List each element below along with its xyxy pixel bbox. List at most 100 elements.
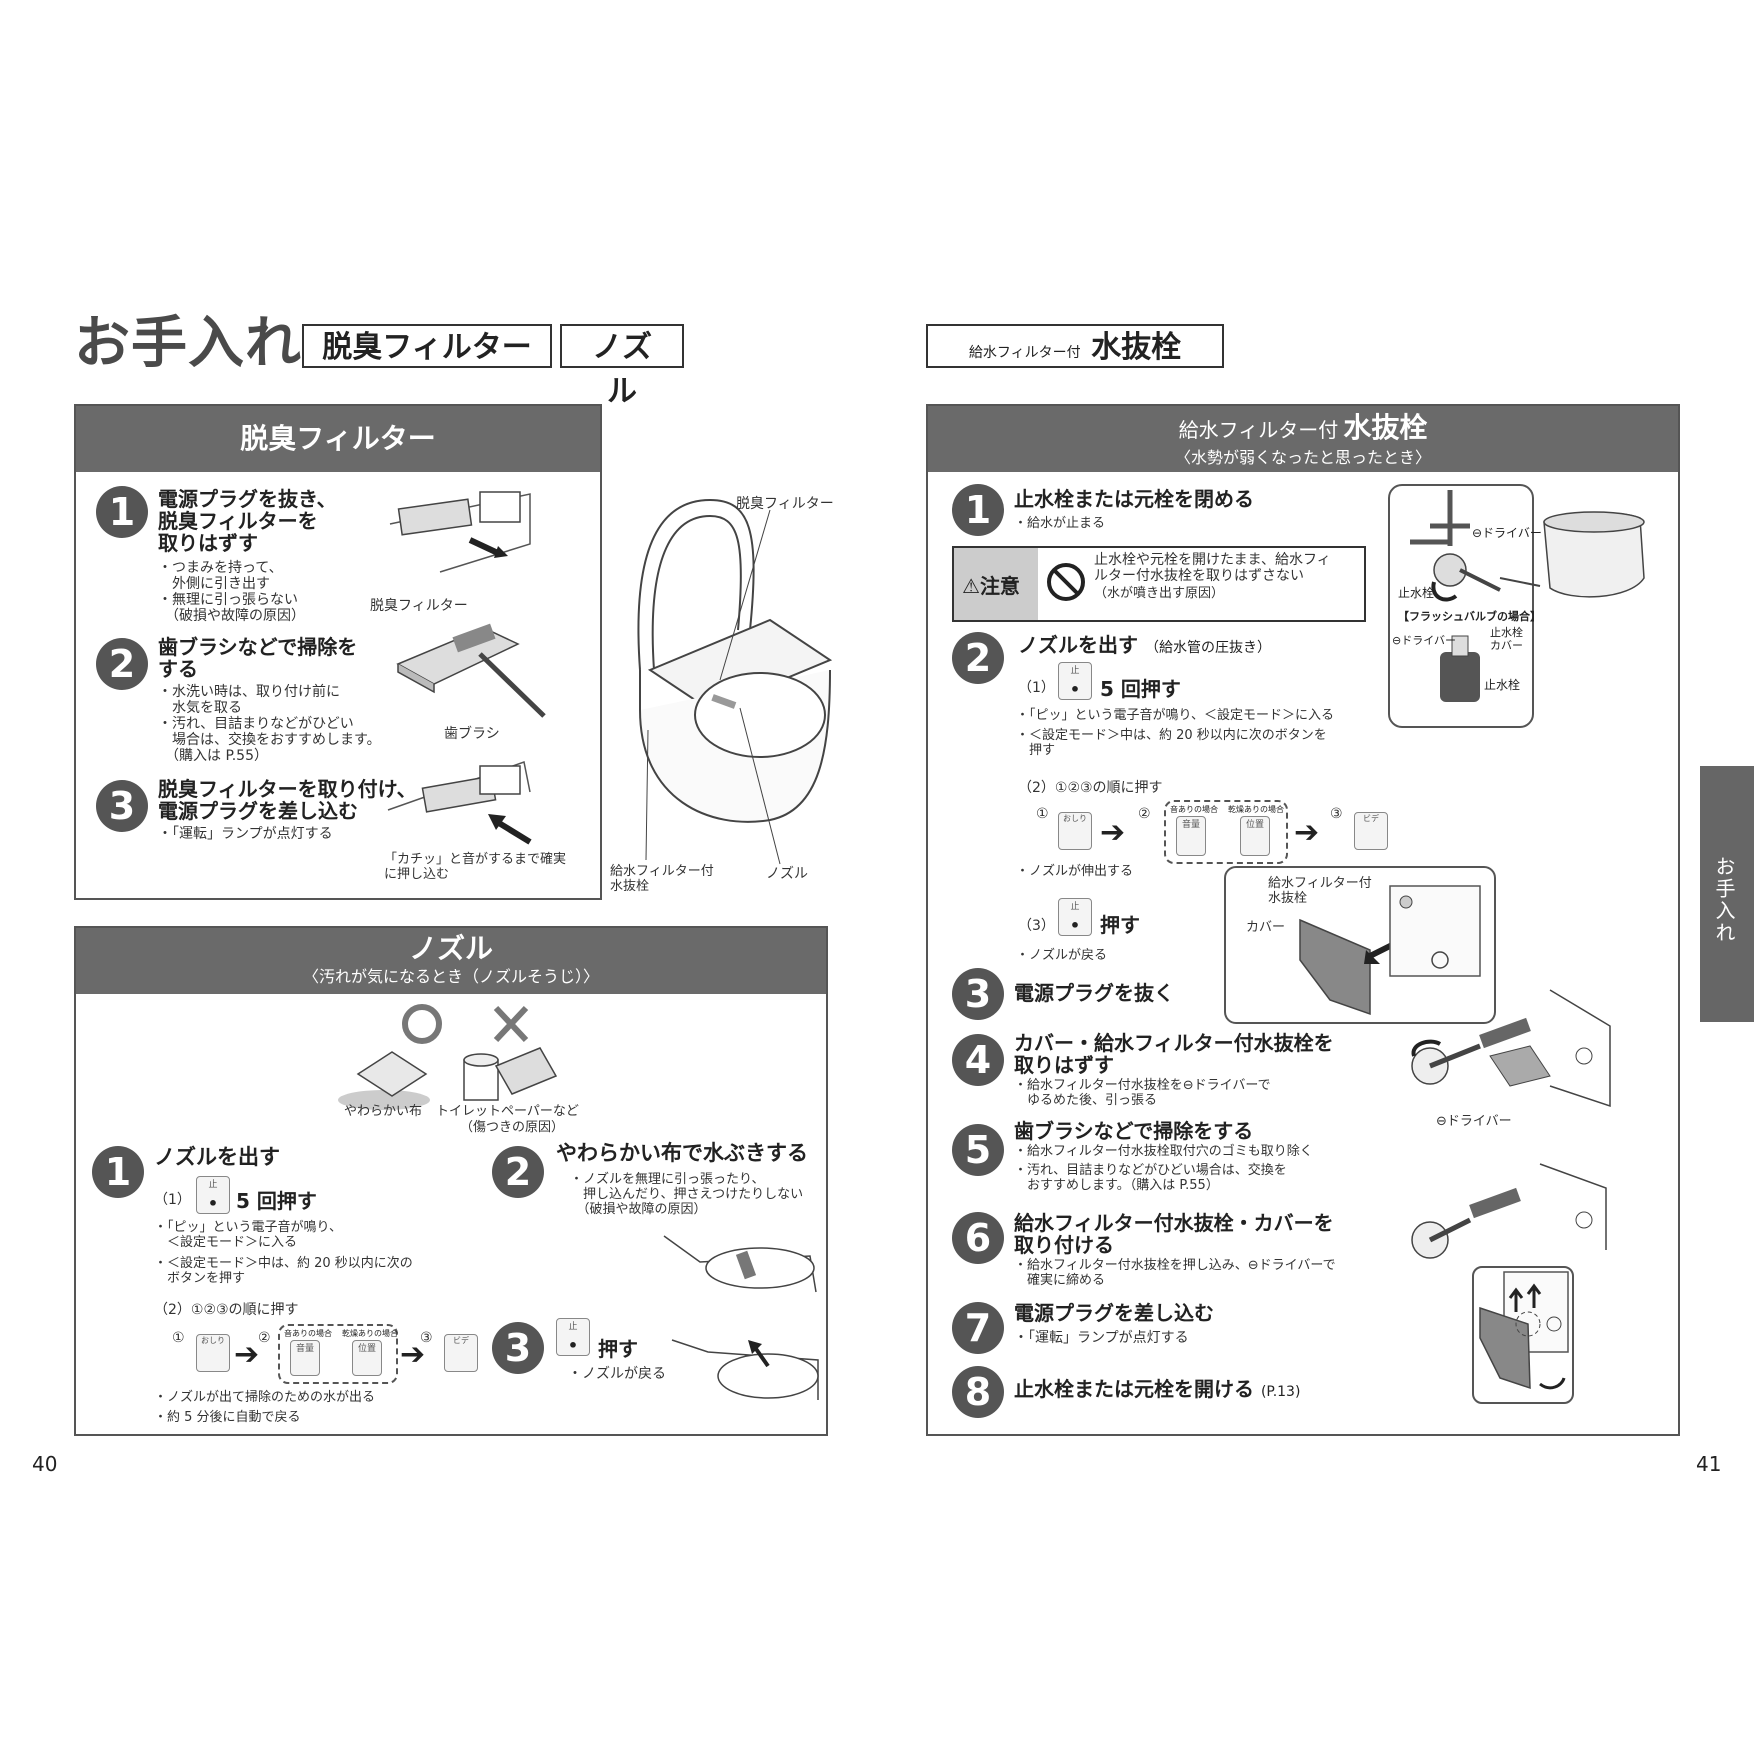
- arrow-icon: ➔: [1100, 815, 1126, 850]
- toilet-nozzle-label: ノズル: [766, 866, 808, 882]
- step-title-line: 給水フィルター付水抜栓・カバーを: [1014, 1211, 1334, 1235]
- step-title: 脱臭フィルターを取り付け、 電源プラグを差し込む: [158, 778, 417, 822]
- option-group: [1164, 800, 1288, 864]
- step-number: 3: [492, 1322, 544, 1374]
- stop-button: 止•: [1058, 662, 1092, 700]
- step-number: 2: [952, 632, 1004, 684]
- caution-line: 止水栓や元栓を開けたまま、給水フィ: [1094, 552, 1331, 568]
- step-title-line: 電源プラグを抜き、: [158, 487, 337, 511]
- sub-step-2: （2）①②③の順に押す: [1018, 780, 1163, 796]
- sub-step-prefix: （1）: [154, 1192, 191, 1208]
- step-number: 1: [952, 484, 1004, 536]
- option-head-1: 音ありの場合: [284, 1329, 332, 1338]
- press-five-times: 5 回押す: [1100, 677, 1181, 701]
- note-line: 外側に引き出す: [158, 576, 270, 592]
- nozzle-wipe-illustration: [663, 1235, 817, 1293]
- note-line: ・約 5 分後に自動で戻る: [154, 1410, 301, 1425]
- toilet-small-illustration: [1499, 511, 1645, 598]
- step-notes: ・つまみを持って、 外側に引き出す ・無理に引っ張らない （破損や故障の原因）: [158, 560, 305, 624]
- sub-step-2: （2）①②③の順に押す: [154, 1302, 299, 1318]
- drain-heading-small: 給水フィルター付: [1178, 418, 1339, 442]
- note-line: ＜設定モード＞に入る: [154, 1235, 298, 1250]
- step-title-line: 取りはずす: [158, 531, 258, 555]
- valve-illustration: [1410, 490, 1501, 702]
- step-title: やわらかい布で水ぶきする: [556, 1141, 808, 1165]
- note-line: ボタンを押す: [154, 1271, 246, 1286]
- step-title: 歯ブラシなどで掃除を する: [158, 636, 357, 680]
- cover-label: カバー: [1246, 920, 1286, 935]
- step-title-text: ノズルを出す: [1018, 633, 1138, 657]
- label-line: に押し込む: [384, 867, 450, 882]
- bidet-button: ビデ: [444, 1334, 478, 1372]
- drain-heading-big: 水抜栓: [1343, 411, 1428, 444]
- filter-label: 脱臭フィルター: [370, 598, 468, 614]
- stopcock-label: 止水栓: [1398, 586, 1435, 600]
- step-title-line: カバー・給水フィルター付水抜栓を: [1014, 1031, 1334, 1055]
- step-notes: ・ノズルが出て掃除のための水が出る ・約 5 分後に自動で戻る: [154, 1390, 375, 1425]
- note-line: ・給水フィルター付水抜栓を押し込み、⊖ドライバーで: [1014, 1258, 1336, 1273]
- step-notes: ・給水が止まる: [1014, 516, 1106, 531]
- step-notes: ・「ピッ」という電子音が鳴り、＜設定モード＞に入る ・＜設定モード＞中は、約 2…: [1016, 708, 1334, 758]
- step-title: 電源プラグを抜く: [1014, 981, 1174, 1005]
- step-title: 電源プラグを抜き、 脱臭フィルターを 取りはずす: [158, 488, 337, 554]
- step-title: 止水栓または元栓を開ける (P.13): [1014, 1378, 1300, 1403]
- note-line: ゆるめた後、引っ張る: [1014, 1093, 1158, 1108]
- step-number: 4: [952, 1034, 1004, 1086]
- label-line: 水抜栓: [610, 879, 650, 894]
- step-title-line: 電源プラグを差し込む: [158, 799, 358, 823]
- volume-button: 音量: [1176, 816, 1206, 856]
- brush-cleaning-illustration: [396, 623, 546, 718]
- label-line: カバー: [1490, 639, 1523, 652]
- valve-inset: [1388, 484, 1534, 728]
- step-number: 1: [96, 486, 148, 538]
- step-number: 3: [96, 780, 148, 832]
- caution-line: ルター付水抜栓を取りはずさない: [1094, 568, 1304, 584]
- step-note: ・ノズルが戻る: [1016, 948, 1108, 963]
- caution-label-bg: [954, 548, 1038, 620]
- ng-sublabel: （傷つきの原因）: [460, 1120, 565, 1135]
- ng-label: トイレットペーパーなど: [436, 1104, 579, 1119]
- cover-removal-illustration: [1299, 885, 1481, 1016]
- step-notes: ・給水フィルター付水抜栓取付穴のゴミも取り除く ・汚れ、目詰まりなどがひどい場合…: [1014, 1144, 1313, 1193]
- seq-mark-1: ①: [1036, 806, 1049, 822]
- cover-drain-label: 給水フィルター付 水抜栓: [1268, 876, 1372, 906]
- volume-button: 音量: [290, 1340, 320, 1376]
- step-note: ・ノズルが伸出する: [1016, 864, 1134, 879]
- step-notes: ・「運転」ランプが点灯する: [1014, 1330, 1189, 1346]
- step-notes: ・「ピッ」という電子音が鳴り、 ＜設定モード＞に入る ・＜設定モード＞中は、約 …: [154, 1220, 413, 1286]
- step-title-text: 止水栓または元栓を開ける: [1014, 1377, 1254, 1401]
- click-label: 「カチッ」と音がするまで確実 に押し込む: [384, 852, 566, 882]
- step-number: 5: [952, 1124, 1004, 1176]
- sub-step-prefix: （3）: [1018, 918, 1055, 934]
- note-line: ・つまみを持って、: [158, 560, 283, 576]
- note-line: ・「ピッ」という電子音が鳴り、＜設定モード＞に入る: [1016, 708, 1334, 723]
- note-line: 水気を取る: [158, 700, 242, 716]
- button-label: 音量: [295, 1344, 314, 1354]
- side-tab[interactable]: お手入れ: [1700, 766, 1754, 1022]
- button-label: 止: [1070, 666, 1080, 676]
- note-line: （購入は P.55）: [158, 748, 268, 764]
- step-number: 7: [952, 1302, 1004, 1354]
- ok-ng-illustration: [338, 1004, 558, 1110]
- sub-step-prefix: （1）: [1018, 680, 1055, 696]
- toilet-illustration: [637, 498, 833, 865]
- stopcock-cover-label: 止水栓 カバー: [1490, 626, 1523, 652]
- tag-drain-big: 水抜栓: [1091, 330, 1182, 365]
- option-head-2: 乾燥ありの場合: [342, 1329, 398, 1338]
- ok-label: やわらかい布: [344, 1104, 423, 1119]
- page-number-right: 41: [1696, 1452, 1722, 1476]
- button-label: 止: [208, 1180, 218, 1190]
- seq-mark-2: ②: [1138, 806, 1151, 822]
- step-title-sub: （給水管の圧抜き）: [1144, 640, 1271, 656]
- nozzle-header: ノズル 〈汚れが気になるとき（ノズルそうじ）〉: [76, 928, 826, 994]
- step-title-line: 歯ブラシなどで掃除を: [158, 635, 358, 659]
- flush-valve-label: 【フラッシュバルブの場合】: [1398, 610, 1541, 623]
- page-title: お手入れ: [74, 311, 302, 376]
- caution-text-lines: 止水栓や元栓を開けたまま、給水フィ ルター付水抜栓を取りはずさない （水が噴き出…: [1094, 552, 1331, 601]
- step-notes: ・給水フィルター付水抜栓を押し込み、⊖ドライバーで 確実に締める: [1014, 1258, 1336, 1288]
- seq-mark-2: ②: [258, 1330, 271, 1346]
- stop-button: 止•: [196, 1176, 230, 1214]
- toilet-filter-label: 脱臭フィルター: [736, 496, 834, 512]
- step-notes: ・ノズルを無理に引っ張ったり、 押し込んだり、押さえつけたりしない （破損や故障…: [570, 1172, 803, 1217]
- note-line: 押す: [1016, 743, 1056, 758]
